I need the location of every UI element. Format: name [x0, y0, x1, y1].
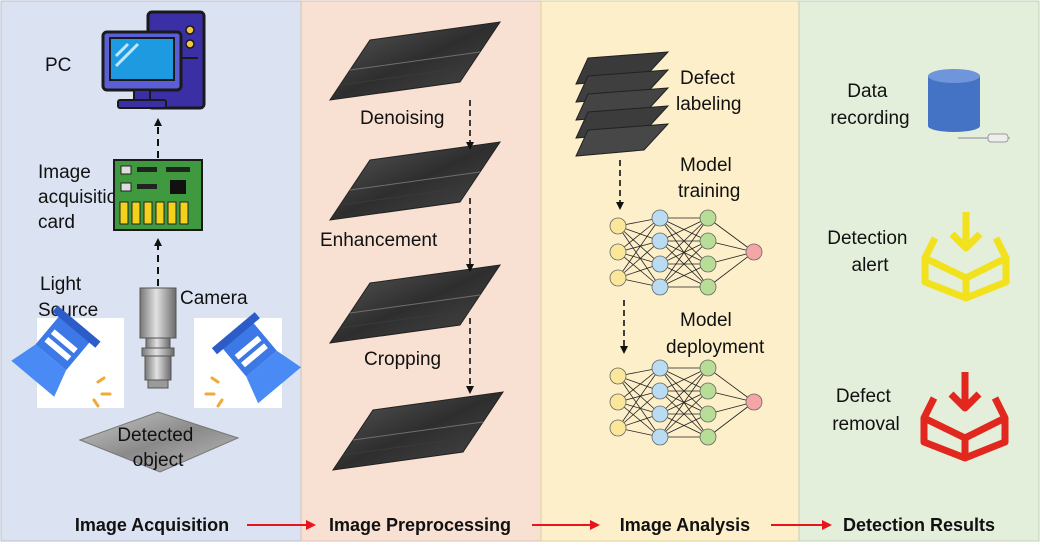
camera-icon — [139, 287, 177, 389]
model-training-label: Model training — [678, 155, 740, 202]
panel-results — [798, 0, 1040, 542]
title-image-analysis: Image Analysis — [620, 515, 750, 535]
detection-alert-label: Detection alert — [827, 228, 913, 276]
defect-removal-label: Defect removal — [832, 386, 900, 435]
box-arrow-red-icon — [920, 372, 1009, 462]
step-enhancement-label: Enhancement — [320, 230, 438, 251]
title-image-acquisition: Image Acquisition — [75, 515, 229, 535]
acquisition-card-icon — [113, 159, 203, 231]
model-deployment-label: Model deployment — [666, 310, 765, 358]
step-denoising-label: Denoising — [360, 108, 445, 129]
light-source-right-icon — [194, 312, 302, 408]
step-cropping-label: Cropping — [364, 349, 441, 370]
camera-label: Camera — [180, 288, 248, 309]
pc-label: PC — [45, 55, 71, 76]
pc-icon — [101, 10, 206, 110]
title-detection-results: Detection Results — [843, 515, 995, 535]
box-arrow-yellow-icon — [921, 212, 1010, 302]
light-source-label: Light Source — [38, 274, 98, 321]
light-source-left-icon — [11, 305, 124, 408]
card-label: Image acquisition card — [38, 162, 133, 233]
detected-object-label: Detected object — [117, 425, 198, 471]
title-image-preprocessing: Image Preprocessing — [329, 515, 511, 535]
detected-object-icon — [78, 411, 240, 473]
labeled-images-stack-icon — [575, 51, 670, 157]
defect-labeling-label: Defect labeling — [676, 68, 742, 115]
database-icon — [928, 69, 1010, 143]
data-recording-label: Data recording — [830, 81, 909, 129]
